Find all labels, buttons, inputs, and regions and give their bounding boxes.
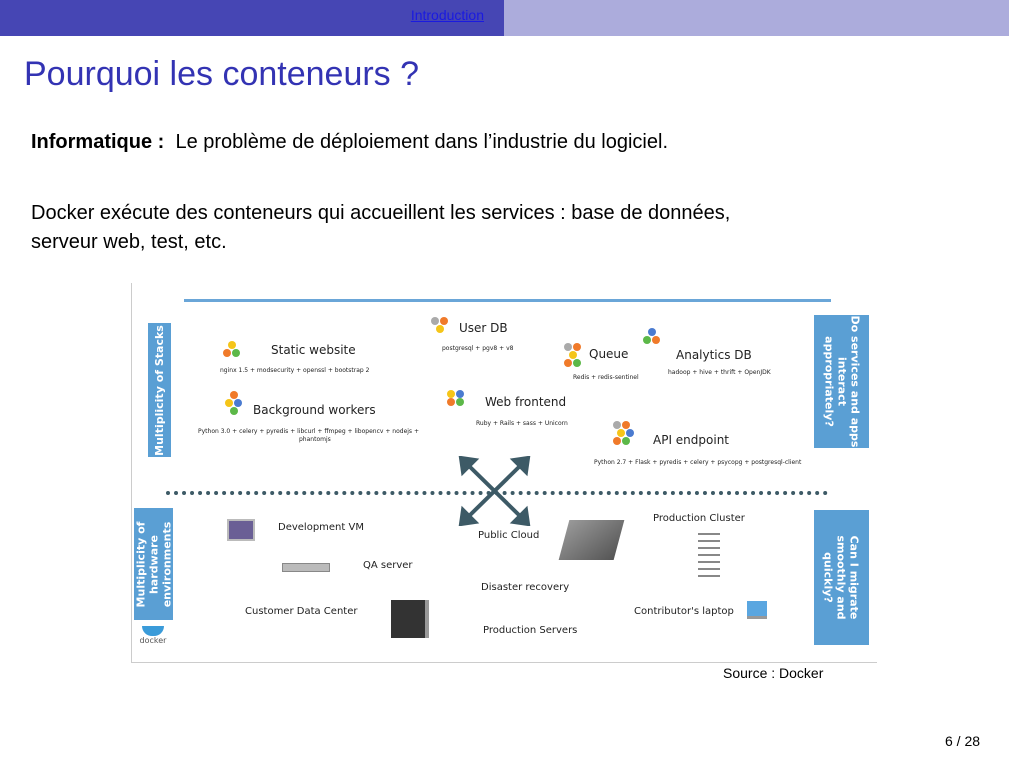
stack-name: User DB	[459, 321, 508, 335]
env-development-vm: Development VM	[278, 522, 364, 533]
source-caption: Source : Docker	[723, 665, 824, 681]
section-link-introduction[interactable]: Introduction	[410, 7, 484, 23]
env-production-cluster: Production Cluster	[653, 513, 745, 524]
stack-components: Redis + redis-sentinel	[573, 374, 639, 381]
stack-icon	[223, 341, 241, 359]
stack-components: Python 3.0 + celery + pyredis + libcurl …	[198, 428, 419, 435]
stack-icon	[447, 390, 469, 408]
dotted-divider	[166, 491, 828, 495]
stack-icon	[613, 421, 635, 447]
datacenter-icon	[391, 600, 429, 638]
env-disaster-recovery: Disaster recovery	[481, 582, 570, 593]
stack-name: Static website	[271, 343, 356, 357]
stack-components: Ruby + Rails + sass + Unicorn	[476, 420, 568, 427]
stack-name: Background workers	[253, 403, 376, 417]
stack-components: hadoop + hive + thrift + OpenJDK	[668, 369, 771, 376]
stack-components-2: phantomjs	[299, 436, 331, 443]
cross-arrows-icon	[458, 456, 531, 526]
label-informatique: Informatique :	[31, 131, 165, 153]
env-public-cloud: Public Cloud	[478, 530, 540, 541]
rack-icon	[698, 533, 720, 581]
line-informatique: Informatique : Le problème de déploiemen…	[31, 131, 668, 154]
laptop-icon	[227, 519, 255, 541]
docker-diagram: Multiplicity of Stacks Do services and a…	[131, 283, 877, 663]
stack-icon	[564, 343, 582, 369]
stack-icon	[225, 391, 243, 417]
env-qa-server: QA server	[363, 560, 413, 571]
header-section-bar: Introduction	[0, 0, 504, 36]
stack-name: Web frontend	[485, 395, 567, 409]
line-docker-2: serveur web, test, etc.	[31, 231, 227, 253]
stack-components: postgresql + pgv8 + v8	[442, 345, 514, 352]
server-icon	[282, 563, 330, 572]
box-multiplicity-stacks: Multiplicity of Stacks	[148, 323, 171, 457]
env-customer-dc: Customer Data Center	[245, 606, 358, 617]
laptop-icon	[747, 601, 767, 619]
page-number: 6 / 28	[945, 733, 981, 749]
stack-icon	[643, 328, 661, 346]
stack-icon	[431, 317, 449, 335]
top-line	[184, 299, 831, 302]
env-production-servers: Production Servers	[483, 625, 578, 636]
stack-components: Python 2.7 + Flask + pyredis + celery + …	[594, 459, 802, 466]
stack-name: Queue	[589, 347, 629, 361]
line-docker: Docker exécute des conteneurs qui accuei…	[31, 202, 731, 224]
slide-title: Pourquoi les conteneurs ?	[24, 55, 420, 93]
header-right-bar	[504, 0, 1009, 36]
docker-logo: docker	[138, 626, 168, 652]
env-contributor-laptop: Contributor's laptop	[634, 606, 734, 617]
stack-name: API endpoint	[653, 433, 730, 447]
stack-name: Analytics DB	[676, 348, 752, 362]
cluster-hardware-icon	[558, 520, 625, 560]
text-problem: Le problème de déploiement dans l’indust…	[175, 131, 668, 153]
stack-components: nginx 1.5 + modsecurity + openssl + boot…	[220, 367, 370, 374]
